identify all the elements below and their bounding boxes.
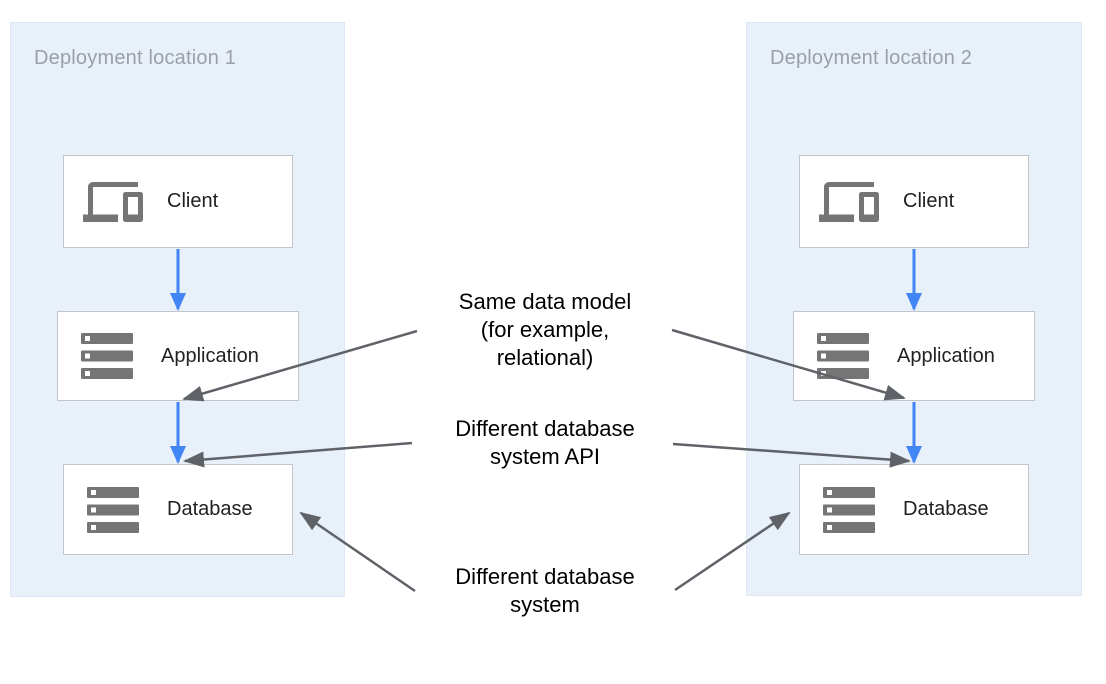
- node-client-2: Client: [799, 155, 1029, 248]
- node-label: Database: [903, 498, 989, 520]
- server-stack-icon: [819, 486, 879, 533]
- server-stack-icon: [813, 333, 873, 379]
- node-application-1: Application: [57, 311, 299, 401]
- devices-icon: [83, 177, 143, 227]
- node-database-1: Database: [63, 464, 293, 555]
- server-stack-icon: [83, 486, 143, 533]
- annotation-different-database-system: Different database system: [405, 563, 685, 619]
- panel-title-2: Deployment location 2: [770, 47, 973, 69]
- node-label: Client: [903, 190, 955, 212]
- annotation-line: (for example,: [480, 317, 610, 342]
- annotation-same-data-model: Same data model (for example, relational…: [405, 288, 685, 372]
- annotation-line: Different database: [455, 416, 635, 441]
- node-label: Client: [167, 190, 219, 212]
- annotation-line: Same data model: [458, 289, 632, 314]
- annotation-line: system: [510, 592, 580, 617]
- node-label: Database: [167, 498, 253, 520]
- panel-title-1: Deployment location 1: [34, 47, 237, 69]
- annotation-different-database-system-api: Different database system API: [405, 415, 685, 471]
- annotation-line: system API: [489, 444, 601, 469]
- annotation-line: Different database: [455, 564, 635, 589]
- node-database-2: Database: [799, 464, 1029, 555]
- annotation-line: relational): [496, 345, 594, 370]
- node-client-1: Client: [63, 155, 293, 248]
- node-application-2: Application: [793, 311, 1035, 401]
- server-stack-icon: [77, 333, 137, 379]
- node-label: Application: [897, 344, 995, 367]
- devices-icon: [819, 177, 879, 227]
- node-label: Application: [161, 344, 259, 367]
